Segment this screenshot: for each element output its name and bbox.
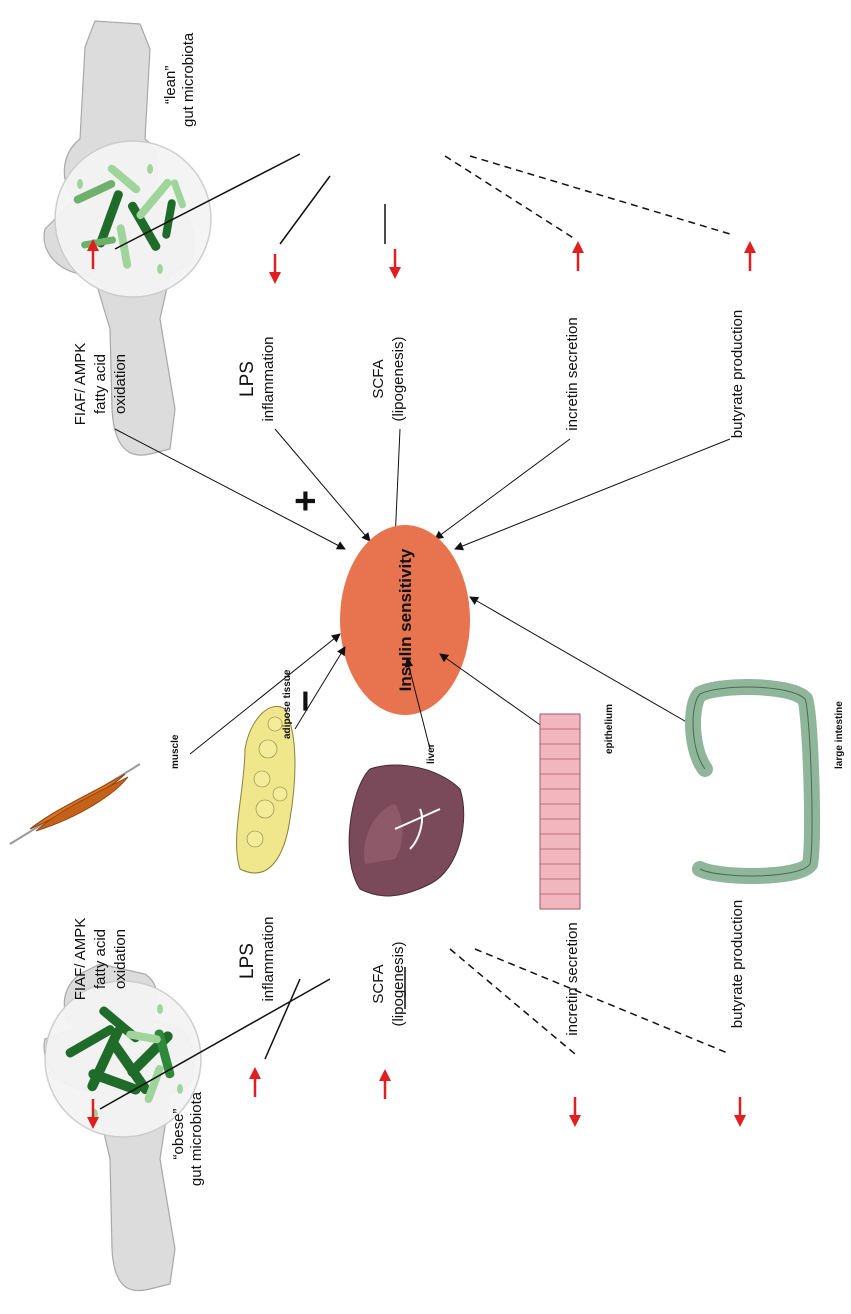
epithelium-organ: epithelium — [540, 704, 615, 909]
lean-quote: “lean” — [162, 66, 179, 104]
liver-organ: liver — [349, 743, 464, 896]
insulin-sensitivity-label: Insulin sensitivity — [396, 548, 415, 691]
large-intestine-organ: large intestine — [693, 687, 845, 876]
lean-subtitle: gut microbiota — [180, 32, 197, 127]
adipose-label: adipose tissue — [282, 669, 293, 739]
lean-fiaf-line3: oxidation — [112, 354, 129, 414]
obese-butyrate-label: butyrate production — [729, 900, 746, 1028]
muscle-organ: muscle — [10, 734, 181, 844]
insulin-sensitivity-node: Insulin sensitivity + − — [285, 490, 470, 715]
lean-fiaf-label: FIAF/ AMPK — [72, 343, 89, 426]
lean-lps-line2: inflammation — [260, 336, 277, 421]
large-intestine-label: large intestine — [834, 701, 845, 769]
muscle-label: muscle — [170, 734, 181, 769]
obese-quote: “obese” — [170, 1109, 187, 1160]
lean-gut-circle — [55, 141, 211, 297]
obese-fiaf-line2: fatty acid — [92, 929, 109, 989]
obese-scfa-line2: (lipogenesis) — [390, 941, 407, 1026]
lean-butyrate-label: butyrate production — [729, 310, 746, 438]
lean-incretin-label: incretin secretion — [564, 317, 581, 430]
lean-fiaf-line2: fatty acid — [92, 354, 109, 414]
obese-fiaf-label: FIAF/ AMPK — [72, 918, 89, 1001]
obese-fiaf-line3: oxidation — [112, 929, 129, 989]
epithelium-label: epithelium — [604, 704, 615, 754]
lean-scfa-label: SCFA — [370, 359, 387, 398]
obese-incretin-label: incretin secretion — [564, 922, 581, 1035]
obese-lps-line2: inflammation — [260, 916, 277, 1001]
obese-scfa-label: SCFA — [370, 964, 387, 1003]
obese-lps-label: LPS — [237, 943, 258, 979]
plus-sign: + — [285, 490, 327, 512]
liver-label: liver — [426, 743, 437, 764]
obese-person: “obese” gut microbiota — [44, 964, 205, 1291]
lean-lps-label: LPS — [237, 361, 258, 397]
lean-scfa-line2: (lipogenesis) — [390, 336, 407, 421]
adipose-organ: adipose tissue — [237, 669, 295, 873]
obese-subtitle: gut microbiota — [188, 1091, 205, 1186]
